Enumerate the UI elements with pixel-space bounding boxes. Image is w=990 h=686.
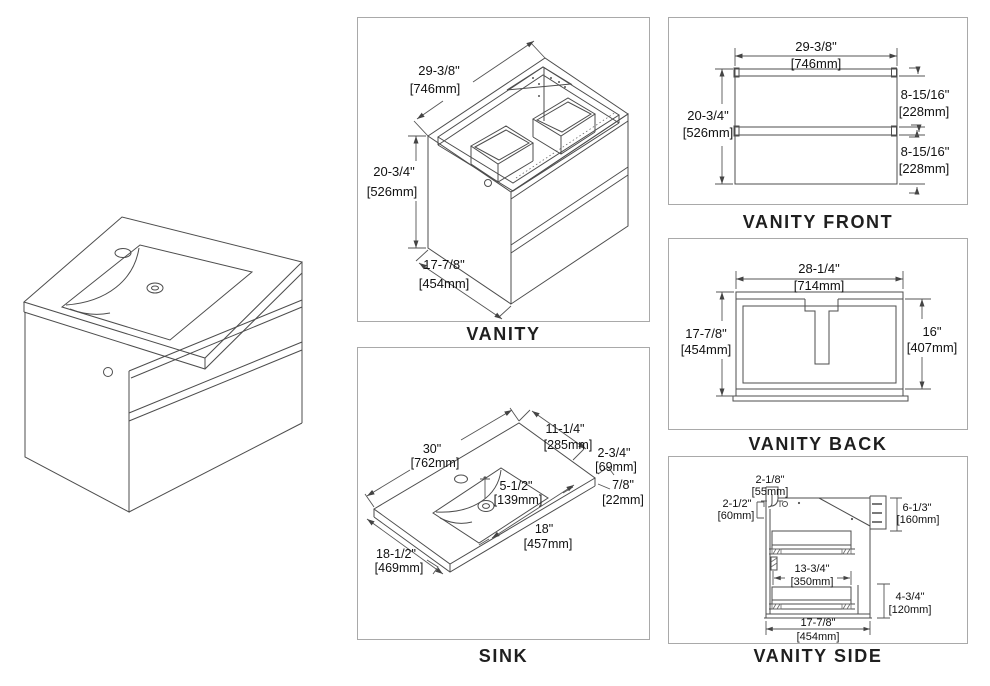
dim-vanity-width-mm: [746mm]	[410, 81, 461, 96]
drawer-box-2	[532, 97, 596, 155]
dim-side-rail-mm: [55mm]	[752, 486, 789, 498]
drain-hole	[146, 282, 164, 294]
dim-back-width-mm: [714mm]	[794, 278, 845, 293]
dim-side-back-in: 4-3/4"	[896, 591, 925, 603]
dimensions: 29-3/8" [746mm] 20-3/4" [526mm] 8-15/16"…	[683, 39, 950, 195]
dimensions: 30" [762mm] 11-1/4" [285mm] 2-3/4" [69mm…	[364, 407, 644, 575]
vanity-side-panel: 2-1/8" [55mm] 2-1/2" [60mm] 6-1/3" [160m…	[668, 456, 968, 644]
drain-hole	[477, 500, 495, 512]
dim-front-width-in: 29-3/8"	[795, 39, 837, 54]
dim-sink-faucet-in: 5-1/2"	[500, 479, 533, 493]
dim-side-rail-in: 2-1/8"	[756, 474, 785, 486]
plumbing-cutout	[804, 299, 839, 365]
vanity-side-caption: VANITY SIDE	[753, 646, 883, 666]
dim-back-inner-in: 16"	[922, 324, 941, 339]
dim-front-drawer2-in: 8-15/16"	[901, 144, 950, 159]
dim-sink-basin-mm: [457mm]	[524, 537, 573, 551]
dim-sink-depth-in: 18-1/2"	[376, 547, 416, 561]
sink-panel: 30" [762mm] 11-1/4" [285mm] 2-3/4" [69mm…	[357, 347, 650, 640]
dim-sink-thickness-in: 7/8"	[612, 478, 634, 492]
dim-back-width-in: 28-1/4"	[798, 261, 840, 276]
sink-recess	[60, 244, 254, 341]
vanity-caption: VANITY	[466, 324, 541, 344]
dim-vanity-width-in: 29-3/8"	[418, 63, 460, 78]
dim-sink-overhang-in: 2-3/4"	[598, 446, 631, 460]
dim-side-depth-in: 17-7/8"	[800, 617, 835, 629]
dim-front-drawer1-in: 8-15/16"	[901, 87, 950, 102]
dim-vanity-depth-in: 17-7/8"	[423, 257, 465, 272]
dim-back-height-in: 17-7/8"	[685, 326, 727, 341]
dim-side-bracket-mm: [160mm]	[897, 514, 940, 526]
sink-caption: SINK	[478, 646, 529, 666]
dim-back-inner-mm: [407mm]	[907, 340, 958, 355]
dim-front-width-mm: [746mm]	[791, 56, 842, 71]
faucet-hole	[114, 248, 132, 258]
cabinet-body	[24, 299, 303, 513]
countertop-outline	[22, 216, 303, 423]
dim-sink-depth-mm: [469mm]	[375, 561, 424, 575]
dim-vanity-height-mm: [526mm]	[367, 184, 418, 199]
dim-front-drawer2-mm: [228mm]	[899, 161, 950, 176]
slide-rail-hatch	[515, 111, 617, 179]
side-view-outline	[764, 486, 887, 619]
wall-bracket	[869, 495, 887, 618]
dim-side-drawer-mm: [350mm]	[791, 576, 834, 588]
vanity-3d-drawing	[22, 216, 303, 513]
dim-sink-overhang-mm: [69mm]	[595, 460, 637, 474]
dimensions: 28-1/4" [714mm] 17-7/8" [454mm] 16" [407…	[681, 261, 958, 397]
dim-sink-offset-mm: [285mm]	[544, 438, 593, 452]
dim-side-front-mm: [60mm]	[718, 510, 755, 522]
vanity-back-panel: 28-1/4" [714mm] 17-7/8" [454mm] 16" [407…	[668, 238, 968, 430]
dim-front-height-mm: [526mm]	[683, 125, 734, 140]
dim-sink-width-mm: [762mm]	[411, 456, 460, 470]
dim-sink-basin-in: 18"	[535, 522, 553, 536]
side-hole	[103, 367, 113, 377]
dim-sink-offset-in: 11-1/4"	[546, 422, 585, 436]
dim-sink-faucet-mm: [139mm]	[494, 493, 543, 507]
dim-vanity-depth-mm: [454mm]	[419, 276, 470, 291]
dim-vanity-height-in: 20-3/4"	[373, 164, 415, 179]
dim-side-back-mm: [120mm]	[889, 604, 932, 616]
screw-hole	[782, 501, 788, 507]
dim-front-drawer1-mm: [228mm]	[899, 104, 950, 119]
vanity-back-caption: VANITY BACK	[748, 434, 888, 454]
front-view-outline	[733, 67, 898, 185]
corner-bracket	[506, 66, 573, 91]
carcass-outline	[427, 57, 629, 193]
dim-side-bracket-in: 6-1/3"	[903, 502, 932, 514]
dim-side-front-in: 2-1/2"	[723, 498, 752, 510]
dim-sink-thickness-mm: [22mm]	[602, 493, 644, 507]
vanity-panel: 29-3/8" [746mm] 20-3/4" [526mm] 17-7/8" …	[357, 17, 650, 322]
dimensions: 29-3/8" [746mm] 20-3/4" [526mm] 17-7/8" …	[367, 40, 546, 320]
dim-side-drawer-in: 13-3/4"	[794, 563, 829, 575]
vanity-front-panel: 29-3/8" [746mm] 20-3/4" [526mm] 8-15/16"…	[668, 17, 968, 205]
drawer-sections	[769, 530, 855, 610]
drawer-box-1	[470, 125, 534, 183]
side-hole	[484, 179, 492, 187]
brace-diagonal	[818, 497, 871, 527]
dim-side-depth-mm: [454mm]	[797, 631, 840, 643]
dim-back-height-mm: [454mm]	[681, 342, 732, 357]
back-view-outline	[732, 291, 909, 402]
dimensions: 2-1/8" [55mm] 2-1/2" [60mm] 6-1/3" [160m…	[718, 474, 940, 643]
dim-sink-width-in: 30"	[423, 442, 441, 456]
vanity-front-caption: VANITY FRONT	[742, 212, 894, 232]
faucet-hole	[454, 474, 468, 484]
dim-front-height-in: 20-3/4"	[687, 108, 729, 123]
